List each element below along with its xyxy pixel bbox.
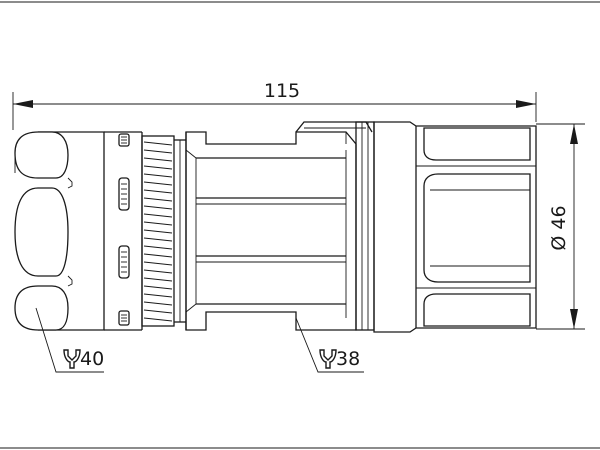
thread-ridge	[143, 149, 173, 154]
thread-ridge	[143, 261, 173, 266]
thread-ridge	[143, 181, 173, 186]
front-lobe-bottom	[14, 285, 69, 331]
front-lobe-middle	[14, 187, 69, 277]
body-wrench-size: 38	[336, 348, 360, 370]
rear-nut-outline	[373, 121, 537, 333]
thread-ridge	[143, 173, 173, 178]
front-lobe-gap-bottom	[67, 275, 73, 287]
thread-ridge	[143, 245, 173, 250]
coupling-ring	[355, 121, 375, 331]
main-body-outline	[185, 131, 357, 331]
length-dimension: 115	[12, 80, 537, 130]
diameter-arrow-bottom	[570, 309, 578, 329]
thread-lines	[143, 141, 173, 322]
thread-ridge	[143, 237, 173, 242]
thread-ridge	[143, 269, 173, 274]
grip-pad-3	[423, 293, 531, 327]
thread-outline	[141, 135, 175, 327]
contact-window-3	[118, 245, 130, 279]
thread-ridge	[143, 317, 173, 322]
wrench-icon	[319, 349, 337, 369]
body-shoulder-left	[185, 149, 197, 313]
wrench-icon	[63, 349, 81, 369]
grip-pad-2	[423, 173, 531, 283]
main-body	[185, 121, 373, 331]
thread-ridge	[143, 197, 173, 202]
ring-outline	[355, 121, 375, 331]
length-arrow-left	[13, 100, 33, 108]
thread-ridge	[143, 221, 173, 226]
contact-window-4	[118, 310, 130, 326]
thread-ridge	[143, 277, 173, 282]
thread-section	[141, 132, 187, 330]
thread-ridge	[143, 301, 173, 306]
thread-ridge	[143, 165, 173, 170]
diameter-dimension: Ø 46	[536, 123, 585, 330]
front-plate-outline	[38, 131, 105, 331]
diameter-arrow-top	[570, 124, 578, 144]
wrench-callout-body: 38	[295, 317, 364, 373]
front-insert	[14, 131, 143, 331]
thread-ridge	[143, 141, 173, 146]
thread-ridge	[143, 189, 173, 194]
thread-ridge	[143, 213, 173, 218]
grip-pad-1	[423, 127, 531, 161]
thread-ridge	[143, 205, 173, 210]
thread-ridge	[143, 253, 173, 258]
thread-ridge	[143, 309, 173, 314]
body-leader-line	[295, 317, 364, 373]
front-wrench-size: 40	[80, 348, 104, 370]
thread-ridge	[143, 293, 173, 298]
thread-ridge	[143, 229, 173, 234]
thread-ridge	[143, 157, 173, 162]
wrench-callout-front: 40	[35, 307, 104, 373]
front-lobe-gap-top	[67, 177, 73, 189]
length-value: 115	[264, 80, 300, 102]
diameter-value: Ø 46	[548, 205, 570, 250]
rear-nut	[373, 121, 537, 333]
thread-ridge	[143, 285, 173, 290]
front-lobe-top	[14, 131, 69, 179]
body-top-tab	[295, 121, 373, 133]
front-leader-line	[35, 307, 104, 373]
length-arrow-right	[516, 100, 536, 108]
contact-window-2	[118, 177, 130, 211]
contact-window-1	[118, 133, 130, 147]
